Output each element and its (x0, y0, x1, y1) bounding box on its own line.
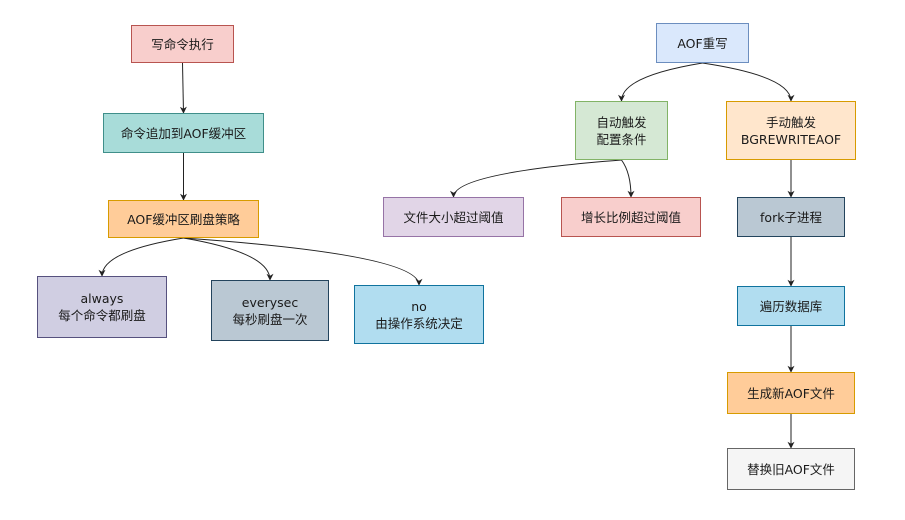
node-append-aof-buffer[interactable]: 命令追加到AOF缓冲区 (103, 113, 264, 153)
edge-flush_policy-to-no (183, 237, 423, 286)
node-replace-old-aof[interactable]: 替换旧AOF文件 (727, 448, 855, 490)
node-write-command[interactable]: 写命令执行 (131, 25, 234, 63)
edge-write_cmd-to-append_buf (179, 62, 187, 114)
edge-auto_trigger-to-growth_exceed (621, 159, 635, 198)
node-policy-everysec[interactable]: everysec 每秒刷盘一次 (211, 280, 329, 341)
node-manual-trigger[interactable]: 手动触发 BGREWRITEAOF (726, 101, 856, 160)
edge-flush_policy-to-always (98, 237, 184, 277)
node-policy-no[interactable]: no 由操作系统决定 (354, 285, 484, 344)
edge-flush_policy-to-everysec (183, 237, 274, 281)
node-generate-new-aof[interactable]: 生成新AOF文件 (727, 372, 855, 414)
node-file-size-exceeds[interactable]: 文件大小超过阈值 (383, 197, 524, 237)
node-policy-always[interactable]: always 每个命令都刷盘 (37, 276, 167, 338)
node-aof-rewrite[interactable]: AOF重写 (656, 23, 749, 63)
edge-aof_rewrite-to-manual_trigger (702, 62, 795, 102)
node-auto-trigger[interactable]: 自动触发 配置条件 (575, 101, 668, 160)
edge-auto_trigger-to-size_exceed (450, 159, 622, 198)
edge-aof_rewrite-to-auto_trigger (618, 62, 703, 102)
node-growth-ratio-exceeds[interactable]: 增长比例超过阈值 (561, 197, 701, 237)
node-traverse-database[interactable]: 遍历数据库 (737, 286, 845, 326)
node-fork-child-process[interactable]: fork子进程 (737, 197, 845, 237)
node-buffer-flush-policy[interactable]: AOF缓冲区刷盘策略 (108, 200, 259, 238)
